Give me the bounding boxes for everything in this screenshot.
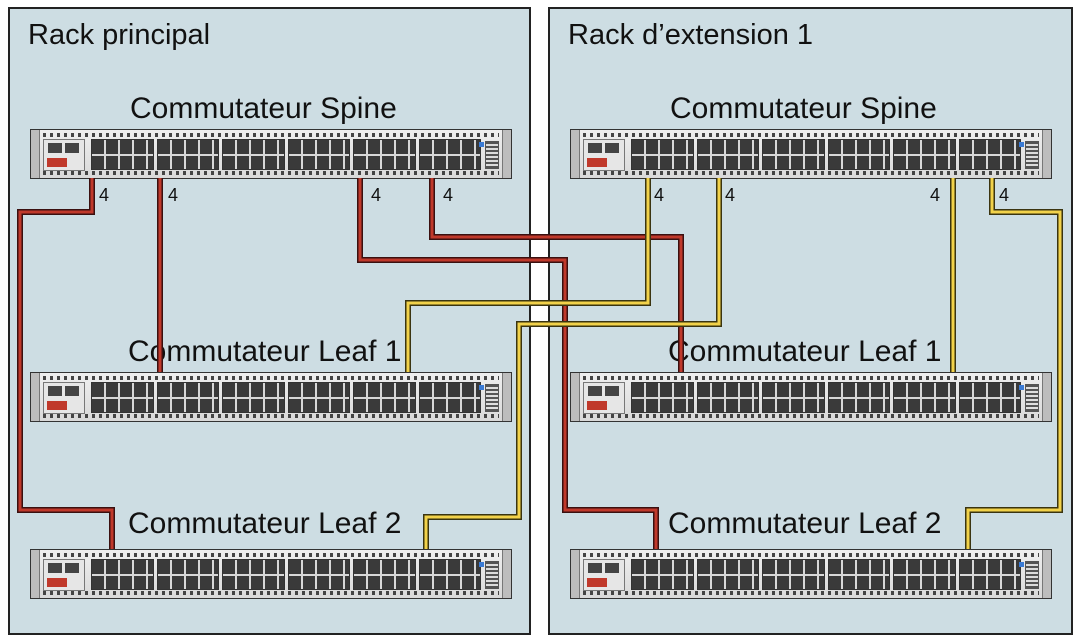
spine-switch-label: Commutateur Spine: [130, 92, 397, 125]
leaf1-switch: [30, 372, 512, 422]
port-array: [631, 382, 1021, 413]
red-cable: [357, 178, 659, 549]
yellow-cable-core: [406, 178, 650, 372]
vent-strip: [43, 553, 499, 557]
port-array: [91, 139, 481, 170]
link-count-label: 4: [99, 185, 110, 205]
status-led: [1019, 562, 1024, 567]
spine-switch-label: Commutateur Spine: [670, 92, 937, 125]
link-count-label: 4: [168, 185, 179, 205]
red-cable-core: [358, 178, 658, 549]
port-array: [91, 559, 481, 590]
yellow-cable-core: [424, 178, 721, 549]
management-panel: [43, 139, 85, 171]
link-count-label: 4: [371, 185, 382, 205]
link-count-label: 4: [725, 185, 736, 205]
power-supply: [1025, 561, 1039, 589]
rack-title: Rack d’extension 1: [568, 19, 814, 51]
vent-strip: [583, 376, 1039, 380]
rack-ear: [1042, 550, 1051, 598]
vent-strip: [583, 133, 1039, 137]
yellow-cable: [405, 178, 651, 372]
status-led: [479, 562, 484, 567]
vent-strip: [583, 414, 1039, 418]
management-panel: [583, 559, 625, 591]
power-supply: [485, 141, 499, 169]
rack-ear: [571, 130, 580, 178]
management-panel: [43, 559, 85, 591]
power-supply: [485, 384, 499, 412]
spine-switch: [570, 129, 1052, 179]
spine-switch: [30, 129, 512, 179]
red-cable-core: [18, 178, 114, 549]
yellow-cable: [965, 178, 1063, 549]
rack-ear: [1042, 373, 1051, 421]
port-array: [91, 382, 481, 413]
vent-strip: [43, 376, 499, 380]
rack-title: Rack principal: [28, 19, 211, 51]
vent-strip: [43, 591, 499, 595]
leaf1-switch-label: Commutateur Leaf 1: [128, 335, 402, 368]
red-cable: [17, 178, 115, 549]
power-supply: [1025, 141, 1039, 169]
link-count-label: 4: [999, 185, 1010, 205]
rack-ear: [31, 550, 40, 598]
leaf2-switch: [30, 549, 512, 599]
rack-ear: [31, 373, 40, 421]
link-count-label: 4: [443, 185, 454, 205]
management-panel: [43, 382, 85, 414]
rack-principal: Rack principal: [8, 7, 531, 635]
link-count-label: 4: [930, 185, 941, 205]
power-supply: [1025, 384, 1039, 412]
rack-ear: [571, 373, 580, 421]
port-array: [631, 559, 1021, 590]
management-panel: [583, 382, 625, 414]
vent-strip: [43, 171, 499, 175]
leaf1-switch: [570, 372, 1052, 422]
leaf2-switch: [570, 549, 1052, 599]
management-panel: [583, 139, 625, 171]
power-supply: [485, 561, 499, 589]
vent-strip: [583, 591, 1039, 595]
red-cable: [429, 178, 684, 372]
rack-ear: [571, 550, 580, 598]
status-led: [479, 142, 484, 147]
leaf2-switch-label: Commutateur Leaf 2: [668, 507, 942, 540]
status-led: [1019, 142, 1024, 147]
port-array: [631, 139, 1021, 170]
rack-ear: [31, 130, 40, 178]
rack-ear: [502, 373, 511, 421]
rack-ear: [502, 550, 511, 598]
leaf2-switch-label: Commutateur Leaf 2: [128, 507, 402, 540]
link-count-label: 4: [654, 185, 665, 205]
rack-ear: [1042, 130, 1051, 178]
leaf1-switch-label: Commutateur Leaf 1: [668, 335, 942, 368]
rack-ear: [502, 130, 511, 178]
vent-strip: [583, 171, 1039, 175]
vent-strip: [43, 133, 499, 137]
vent-strip: [583, 553, 1039, 557]
status-led: [1019, 385, 1024, 390]
red-cable-core: [430, 178, 683, 372]
yellow-cable-core: [966, 178, 1062, 549]
status-led: [479, 385, 484, 390]
vent-strip: [43, 414, 499, 418]
yellow-cable: [423, 178, 722, 549]
